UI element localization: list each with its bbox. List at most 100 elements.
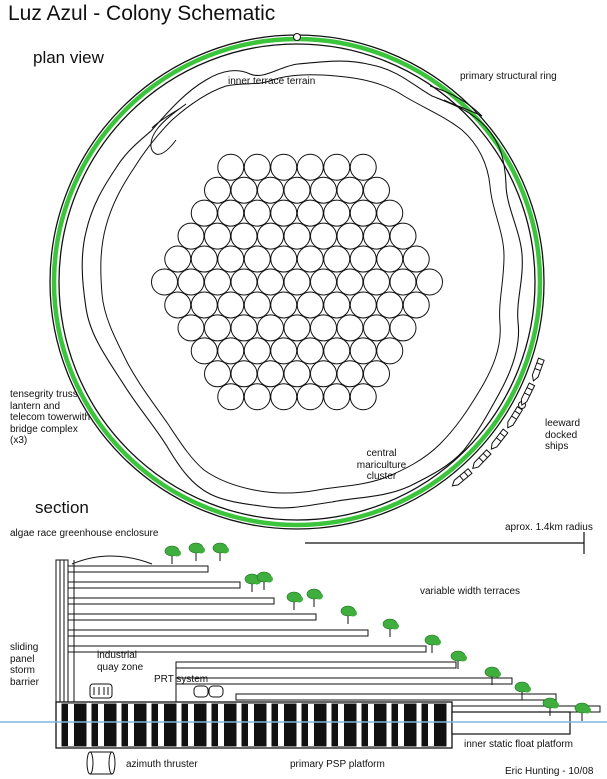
mariculture-pod bbox=[296, 383, 324, 411]
mariculture-pod bbox=[363, 314, 390, 342]
terrace-lobe-nw bbox=[150, 103, 187, 155]
mariculture-pod bbox=[363, 268, 390, 296]
leeward-docked-ships bbox=[451, 357, 545, 487]
mariculture-pod bbox=[402, 245, 430, 273]
mariculture-pod bbox=[336, 314, 364, 342]
mariculture-pod bbox=[376, 199, 404, 227]
mariculture-pod bbox=[257, 268, 284, 296]
mariculture-pod bbox=[323, 153, 351, 181]
mariculture-pod bbox=[283, 314, 311, 342]
terrace-slab bbox=[235, 693, 557, 701]
terrace-tree bbox=[256, 571, 273, 590]
mariculture-pod bbox=[230, 360, 258, 388]
mariculture-pod bbox=[270, 337, 298, 365]
mariculture-pod bbox=[363, 176, 390, 204]
label-primary-ring: primary structural ring bbox=[460, 71, 557, 82]
mariculture-pod bbox=[349, 153, 377, 181]
mariculture-pod bbox=[323, 245, 351, 273]
mariculture-pod bbox=[296, 153, 324, 181]
mariculture-pod bbox=[270, 199, 298, 227]
terrace-tree bbox=[212, 542, 229, 561]
docked-ship bbox=[451, 468, 473, 487]
terrace-tree bbox=[574, 702, 591, 721]
mariculture-pod bbox=[310, 360, 337, 388]
mariculture-pod bbox=[217, 199, 245, 227]
mariculture-pod bbox=[204, 268, 231, 296]
mariculture-pod bbox=[217, 291, 245, 319]
section-heading: section bbox=[35, 498, 89, 517]
docked-ship bbox=[472, 449, 492, 470]
quay-equipment bbox=[89, 683, 113, 699]
mariculture-pod bbox=[270, 245, 298, 273]
terrace-tree bbox=[382, 618, 399, 637]
mariculture-pod bbox=[296, 199, 324, 227]
mariculture-pod bbox=[283, 268, 311, 296]
mariculture-pod bbox=[230, 268, 258, 296]
mariculture-pod bbox=[349, 383, 377, 411]
mariculture-pod bbox=[363, 360, 390, 388]
mariculture-pod bbox=[296, 291, 324, 319]
mariculture-pod bbox=[190, 245, 218, 273]
mariculture-pod bbox=[204, 314, 231, 342]
mariculture-pod bbox=[230, 222, 258, 250]
mariculture-pod bbox=[296, 337, 324, 365]
mariculture-pod bbox=[217, 337, 245, 365]
mariculture-pod bbox=[310, 268, 337, 296]
mariculture-pod bbox=[151, 268, 178, 296]
mariculture-pod bbox=[243, 199, 271, 227]
mariculture-pod bbox=[177, 268, 205, 296]
mariculture-pod bbox=[336, 222, 364, 250]
terrace-tree bbox=[514, 681, 531, 700]
inner-static-float-platform bbox=[451, 711, 571, 735]
mariculture-pod bbox=[217, 153, 245, 181]
mariculture-pod bbox=[283, 360, 311, 388]
algae-greenhouse-dome bbox=[71, 555, 153, 565]
terrace-slab bbox=[67, 613, 317, 621]
label-leeward-ships: leeward docked ships bbox=[545, 418, 581, 452]
label-variable-terraces: variable width terraces bbox=[420, 586, 521, 597]
mariculture-pod bbox=[230, 176, 258, 204]
mariculture-pod bbox=[243, 245, 271, 273]
inner-terrace-contour bbox=[100, 74, 505, 494]
mariculture-pod bbox=[349, 337, 377, 365]
mariculture-pod bbox=[376, 291, 404, 319]
credit-line: Eric Hunting - 10/08 bbox=[505, 766, 594, 777]
prt-system-cars bbox=[193, 685, 224, 698]
mariculture-pod bbox=[389, 222, 417, 250]
mariculture-pod bbox=[323, 199, 351, 227]
mariculture-pod bbox=[204, 222, 231, 250]
mariculture-pod bbox=[402, 291, 430, 319]
terrace-trees bbox=[164, 542, 591, 721]
label-sliding-barrier: sliding panel storm barrier bbox=[10, 642, 39, 688]
page-title: Luz Azul - Colony Schematic bbox=[8, 2, 276, 25]
inner-terrace-outline bbox=[81, 60, 523, 509]
label-inner-terrace: inner terrace terrain bbox=[228, 76, 316, 87]
mariculture-pod bbox=[283, 176, 311, 204]
label-psp-platform: primary PSP platform bbox=[290, 759, 385, 770]
terrace-tree bbox=[286, 591, 303, 610]
mariculture-pod bbox=[204, 360, 231, 388]
label-industrial-quay: industrial quay zone bbox=[97, 650, 144, 673]
label-azimuth-thruster: azimuth thruster bbox=[126, 759, 198, 770]
docked-ship bbox=[520, 382, 536, 406]
terrace-tree bbox=[164, 545, 181, 564]
mariculture-pod bbox=[204, 176, 231, 204]
mariculture-pod bbox=[243, 337, 271, 365]
mariculture-pod bbox=[336, 176, 364, 204]
label-central-mariculture: central mariculture cluster bbox=[356, 448, 407, 482]
azimuth-thruster bbox=[86, 751, 116, 775]
terrace-slab bbox=[175, 677, 513, 685]
terrace-tree bbox=[424, 634, 441, 653]
mariculture-pod bbox=[257, 360, 284, 388]
label-prt-system: PRT system bbox=[154, 674, 209, 685]
mariculture-pod bbox=[310, 314, 337, 342]
mariculture-pod bbox=[323, 383, 351, 411]
mariculture-pod bbox=[243, 291, 271, 319]
mariculture-pod bbox=[270, 291, 298, 319]
terrace-slab bbox=[67, 565, 209, 573]
mariculture-pod bbox=[283, 222, 311, 250]
mariculture-pod bbox=[323, 291, 351, 319]
mariculture-pod bbox=[376, 245, 404, 273]
mariculture-pod bbox=[164, 245, 192, 273]
north-tower-node bbox=[293, 33, 301, 41]
